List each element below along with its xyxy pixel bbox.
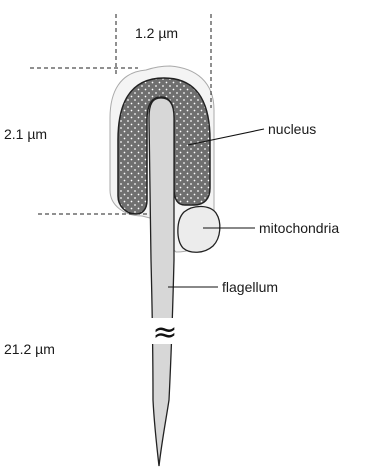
width-dimension-label: 1.2 µm: [135, 25, 178, 41]
mitochondria: [178, 206, 220, 252]
flagellum-label: flagellum: [222, 279, 278, 295]
mitochondria-label: mitochondria: [259, 220, 339, 236]
break-symbol: ≈: [152, 315, 177, 350]
total-length-label: 21.2 µm: [4, 341, 55, 357]
nucleus-label: nucleus: [268, 121, 316, 137]
head-length-label: 2.1 µm: [4, 126, 47, 142]
flagellum-shape: [149, 98, 174, 466]
